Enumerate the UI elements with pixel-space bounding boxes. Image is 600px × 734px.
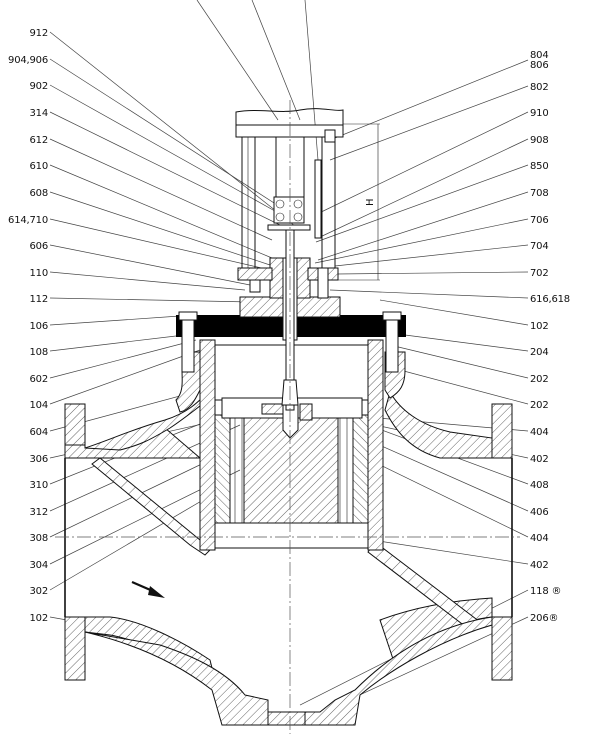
callout-label: 402: [530, 560, 549, 571]
callout-label: 404: [530, 427, 549, 438]
callout-label: 310: [30, 480, 49, 491]
callout-label: 102: [530, 321, 549, 332]
callout-label: 110: [30, 268, 49, 279]
callout-label: 904,906: [8, 55, 48, 66]
callout-label: 804: [530, 50, 549, 61]
callout-label: 304: [30, 560, 49, 571]
callout-label: 404: [530, 533, 549, 544]
callout-label: 106: [30, 321, 49, 332]
callout-label: 614,710: [8, 215, 48, 226]
callout-label: 308: [30, 533, 49, 544]
callout-label: 206®: [530, 613, 558, 624]
callout-label: 302: [30, 586, 49, 597]
callout-label: 706: [530, 215, 549, 226]
callout-label: 608: [30, 188, 49, 199]
callout-label: 104: [30, 400, 49, 411]
callout-label: 102: [30, 613, 49, 624]
callouts-right: 804 806 802 910 908 850 708 706 704 702 …: [530, 50, 570, 624]
callout-label: 610: [30, 161, 49, 172]
callout-label: 806: [530, 60, 549, 71]
callout-label: 606: [30, 241, 49, 252]
callout-label: 850: [530, 161, 549, 172]
callout-label: 202: [530, 374, 549, 385]
center-lines: [55, 100, 520, 734]
callout-label: 118 ®: [530, 586, 561, 597]
callout-label: 912: [30, 28, 49, 39]
callouts-left: 912 904,906 902 314 612 610 608 614,710 …: [8, 28, 48, 624]
callout-label: 612: [30, 135, 49, 146]
callout-label: 402: [530, 454, 549, 465]
callout-label: 406: [530, 507, 549, 518]
callout-label: 408: [530, 480, 549, 491]
callout-label: 204: [530, 347, 549, 358]
callout-label: 314: [30, 108, 49, 119]
callout-label: 708: [530, 188, 549, 199]
callout-label: 306: [30, 454, 49, 465]
callout-label: 908: [530, 135, 549, 146]
callout-label: 910: [530, 108, 549, 119]
actuator-dimension-label: H: [365, 199, 376, 206]
actuator: H: [235, 108, 380, 299]
callout-label: 108: [30, 347, 49, 358]
callout-label: 704: [530, 241, 549, 252]
callout-label: 902: [30, 81, 49, 92]
callout-label: 202: [530, 400, 549, 411]
callout-label: 112: [30, 294, 49, 305]
callout-label: 616,618: [530, 294, 570, 305]
callout-label: 312: [30, 507, 49, 518]
callout-label: 602: [30, 374, 49, 385]
callout-label: 702: [530, 268, 549, 279]
callout-label: 802: [530, 82, 549, 93]
valve-body: [64, 351, 513, 726]
callout-label: 604: [30, 427, 49, 438]
flow-direction-arrow: [131, 580, 165, 598]
